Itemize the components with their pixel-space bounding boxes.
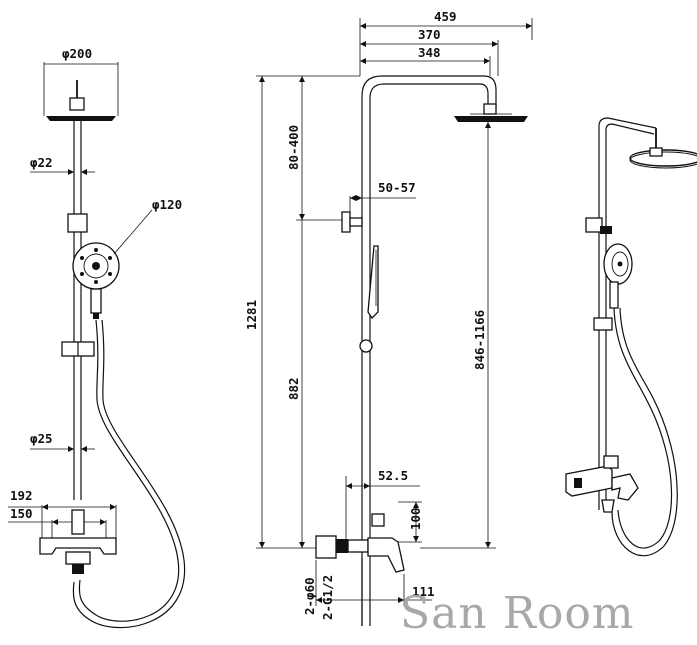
watermark: San Room — [400, 588, 635, 639]
dim-pipe-diameter-lower: φ25 — [30, 431, 53, 446]
dim-lower-height: 882 — [286, 377, 301, 400]
side-wall-bracket — [341, 211, 363, 233]
dim-arm-total: 459 — [434, 9, 457, 24]
dim-top-range: 80-400 — [286, 125, 301, 170]
hand-shower-front — [72, 242, 120, 319]
dim-height-total: 1281 — [244, 300, 259, 330]
dim-width-150: 150 — [10, 506, 33, 521]
dim-overhead-diameter: φ200 — [62, 46, 92, 61]
dim-inlet-thread: 2-G1/2 — [320, 575, 335, 620]
perspective-view — [565, 117, 697, 557]
dim-bracket-depth: 50-57 — [378, 180, 416, 195]
front-mixer-valve — [39, 509, 117, 574]
dim-valve-offset: 52.5 — [378, 468, 408, 483]
dim-width-192: 192 — [10, 488, 33, 503]
dim-escutcheon: 2-φ60 — [302, 577, 317, 615]
perspective-hand-shower — [603, 243, 633, 309]
dim-valve-height: 100 — [408, 507, 423, 530]
dim-arm-348: 348 — [418, 45, 441, 60]
side-view: 459 370 348 1281 80-400 882 846-1166 — [244, 9, 533, 626]
side-slide-holder — [359, 339, 373, 353]
dim-adjust-range: 846-1166 — [472, 310, 487, 370]
dim-valve-depth: 111 — [412, 584, 435, 599]
front-hose — [78, 319, 180, 622]
dim-handshower-diameter: φ120 — [152, 197, 182, 212]
overhead-shower-head — [46, 80, 116, 121]
perspective-mixer-valve — [565, 455, 639, 513]
front-wall-bracket — [67, 213, 88, 233]
dim-arm-370: 370 — [418, 27, 441, 42]
side-shower-arm — [361, 75, 528, 626]
side-mixer-valve — [315, 513, 405, 626]
perspective-overhead-head — [629, 149, 697, 167]
front-view: φ200 φ22 — [8, 46, 186, 629]
perspective-wall-bracket — [585, 217, 603, 233]
hand-shower-side — [367, 245, 379, 320]
front-riser-pipe — [73, 121, 82, 500]
dim-pipe-diameter-upper: φ22 — [30, 155, 53, 170]
perspective-slide-holder — [593, 317, 613, 331]
